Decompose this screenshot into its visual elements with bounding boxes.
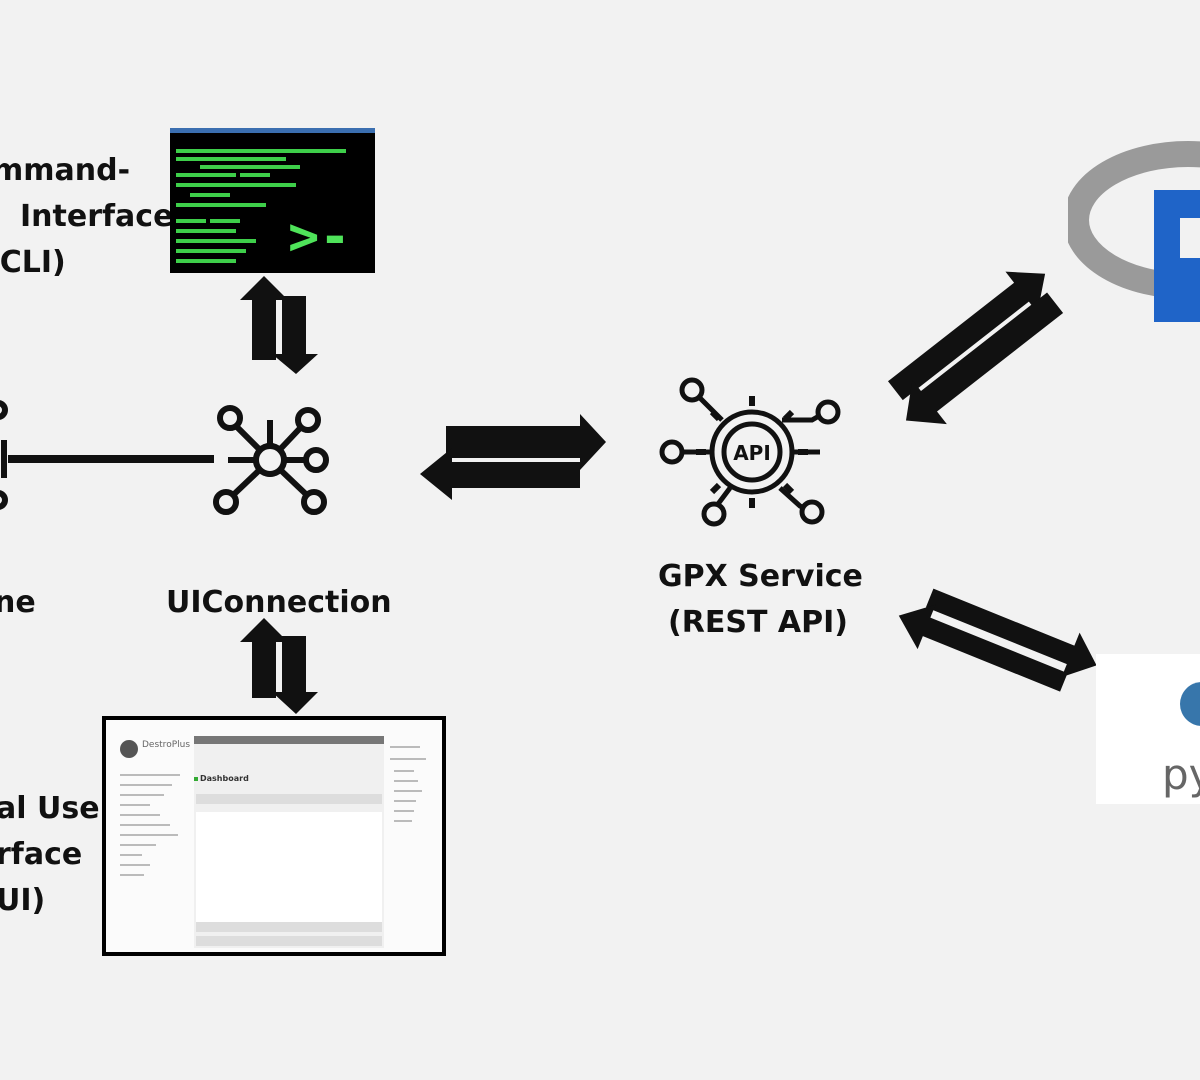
terminal-prompt: >- bbox=[288, 207, 351, 267]
gui-dashboard-title: Dashboard bbox=[200, 774, 249, 783]
connector-line bbox=[8, 455, 214, 463]
left-node-label: ne bbox=[0, 585, 36, 620]
gui-label-line1: al User bbox=[0, 791, 115, 826]
r-logo bbox=[1068, 140, 1200, 340]
gui-sidebar: DestroPlus bbox=[112, 726, 191, 946]
python-logo-shape bbox=[1180, 682, 1200, 726]
cli-label: mmand- Interface (CLI) bbox=[0, 148, 173, 286]
uiconnection-label: UIConnection bbox=[166, 585, 392, 620]
network-hub-icon bbox=[213, 405, 329, 515]
gui-label-line2: rface bbox=[0, 837, 83, 872]
gui-ui-double-arrow bbox=[240, 618, 318, 714]
cli-label-line2: Interface bbox=[20, 199, 174, 234]
cli-label-line3: (CLI) bbox=[0, 245, 66, 280]
api-icon-text: API bbox=[733, 441, 771, 465]
gui-main-area: Dashboard bbox=[194, 736, 384, 948]
gpx-label-line2: (REST API) bbox=[668, 605, 848, 640]
python-logo-text: py bbox=[1162, 750, 1200, 799]
cli-ui-double-arrow bbox=[240, 276, 318, 374]
api-gear-icon bbox=[659, 377, 841, 527]
terminal-icon: >- bbox=[170, 128, 375, 273]
gpx-service-label: GPX Service (REST API) bbox=[658, 554, 863, 646]
gui-label-line3: UI) bbox=[0, 883, 46, 918]
gui-screenshot-thumbnail: DestroPlus Dashboard bbox=[102, 716, 446, 956]
gui-label: al User rface UI) bbox=[0, 786, 114, 924]
cli-label-line1: mmand- bbox=[0, 153, 131, 188]
gpx-r-double-arrow bbox=[887, 271, 1064, 425]
gui-logo-icon bbox=[120, 740, 138, 758]
python-logo: py bbox=[1096, 654, 1200, 804]
gui-logo-text: DestroPlus bbox=[142, 740, 191, 750]
gpx-python-double-arrow bbox=[898, 588, 1097, 692]
ui-gpx-double-arrow bbox=[420, 414, 606, 500]
gui-right-panel bbox=[390, 736, 436, 856]
left-node-icon bbox=[0, 400, 8, 510]
gpx-label-line1: GPX Service bbox=[658, 559, 863, 594]
